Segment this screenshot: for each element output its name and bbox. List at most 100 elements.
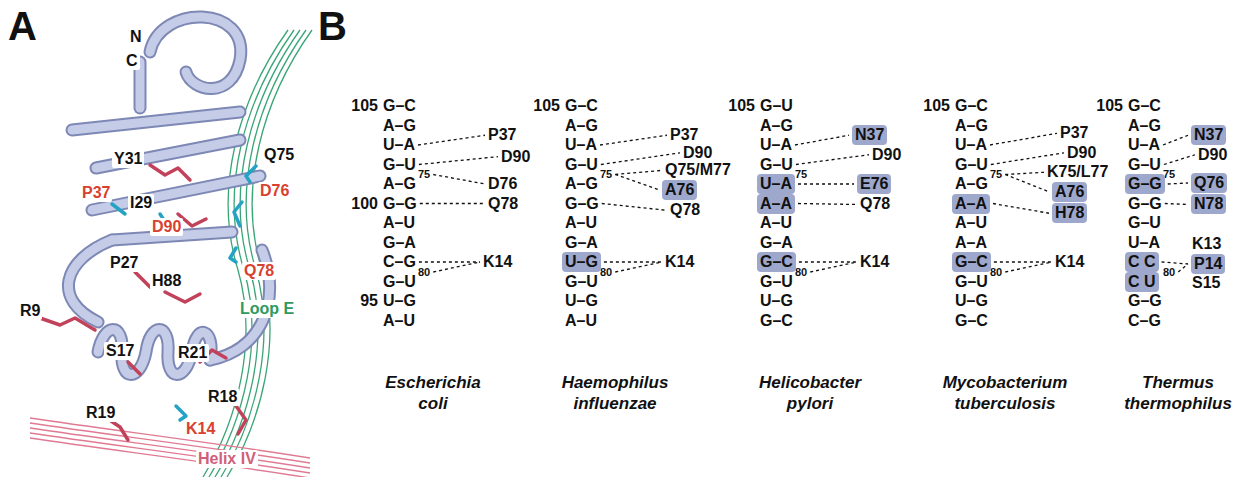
residue-label: D90 [1067,144,1096,162]
base-pair: A–G [565,117,598,135]
species-name: Escherichia coli [385,372,480,414]
residue-label: K14 [1055,253,1084,271]
contact-line [1162,262,1188,264]
highlighted-text: A–A [955,195,987,213]
highlighted-difference: H78 [1052,203,1087,223]
base-pair: G–C [565,97,598,115]
highlighted-difference: G–C [757,252,796,272]
side-chain [176,406,186,420]
base-pair: U–A [565,136,597,154]
contact-line [994,261,1052,262]
contact-line [615,262,662,272]
structure-label: Q75 [262,146,296,164]
contact-line [991,153,1064,165]
base-pair: G–U [565,156,598,174]
contact-line [419,157,498,165]
species-name: Mycobacterium tuberculosis [943,372,1068,414]
panel-letter: B [318,4,347,48]
side-chain [165,292,200,302]
residue-label: D90 [1198,146,1227,164]
side-chain [112,204,125,214]
structure-label: Y31 [112,150,144,168]
residue-label: Q78 [488,195,518,213]
side-chain [246,166,256,182]
residue-label: P37 [670,126,698,144]
base-pair: A–U [383,312,415,330]
structure-label: D90 [150,218,183,236]
position-number: 75 [795,169,807,180]
position-number: 105 [351,97,378,115]
residue-label: Q78 [670,201,700,219]
contact-line [798,183,854,184]
base-pair: U–A [1128,136,1160,154]
highlighted-text: C C [1128,253,1156,271]
highlighted-difference: P14 [1191,254,1225,274]
highlighted-text: A–A [760,195,792,213]
base-pair: U–G [955,292,988,310]
base-pair: A–U [565,312,597,330]
highlighted-text: C U [1128,273,1156,291]
structure-label: I29 [128,194,154,212]
base-pair: G–U [760,97,793,115]
structure-label: S17 [104,342,136,360]
base-pair: G–A [565,234,598,252]
base-pair: G–C [1128,97,1161,115]
structure-label: R19 [84,404,117,422]
side-chain [234,202,242,226]
base-pair: A–U [760,214,792,232]
position-number: 105 [1096,97,1123,115]
contact-line [433,175,485,185]
base-pair: G–C [955,97,988,115]
position-number: 75 [990,169,1002,180]
position-number: 105 [728,97,755,115]
base-pair: U–G [760,292,793,310]
residue-label: D90 [683,144,712,162]
side-chain [150,165,190,180]
contact-line [795,135,849,145]
position-number: 100 [351,195,378,213]
base-pair: G–A [760,234,793,252]
highlighted-text: P14 [1194,255,1222,273]
residue-label: D76 [488,175,517,193]
residue-label: P37 [488,126,516,144]
contact-line [810,262,857,272]
highlighted-text: Q76 [1194,174,1224,192]
contact-line [600,135,667,145]
base-pair: G–G [1128,292,1162,310]
contact-line [799,261,857,262]
highlighted-text: E76 [860,175,888,193]
contact-line [615,170,662,174]
residue-label: Q75/M77 [665,161,731,179]
contact-line [1005,175,1049,192]
residue-label: Q78 [860,195,890,213]
highlighted-difference: N78 [1191,194,1226,214]
contact-line [602,204,667,211]
structure-label: Loop E [238,300,296,318]
base-pair: A–U [565,214,597,232]
contact-line [798,203,857,205]
position-number: 80 [600,267,612,278]
contact-line [1163,135,1188,145]
highlighted-difference: C C [1125,252,1159,272]
highlighted-difference: N37 [1191,125,1226,145]
highlighted-difference: E76 [857,174,891,194]
highlighted-text: G–C [760,253,793,271]
contact-line [796,155,869,165]
contact-line [1168,182,1188,184]
structure-label: Helix IV [196,450,258,468]
base-pair: G–G [565,195,599,213]
position-number: 75 [600,169,612,180]
side-chain [40,165,246,440]
highlighted-difference: U–A [757,174,795,194]
contact-line [993,204,1049,214]
side-chain [128,362,140,374]
position-number: 95 [360,292,378,310]
residue-label: K14 [665,253,694,271]
highlighted-text: N37 [1194,126,1223,144]
base-pair: G–U [760,156,793,174]
highlighted-text: H78 [1055,204,1084,222]
highlighted-difference: A76 [662,180,697,200]
structure-label: R9 [18,302,42,320]
structure-label: K14 [184,420,217,438]
position-number: 80 [990,267,1002,278]
